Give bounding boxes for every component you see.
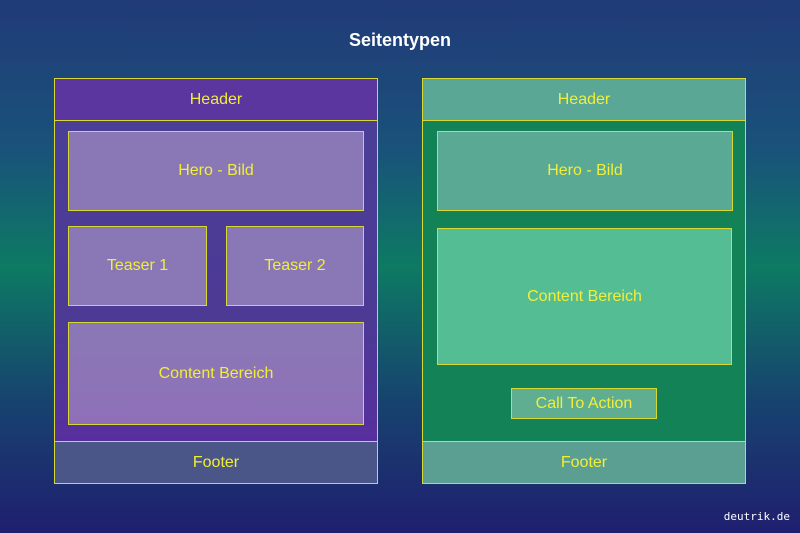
left-content-block: Content Bereich xyxy=(68,322,364,425)
credit-label: deutrik.de xyxy=(723,510,790,523)
left-hero-block: Hero - Bild xyxy=(68,131,364,211)
right-cta-block: Call To Action xyxy=(511,388,657,419)
diagram-title: Seitentypen xyxy=(348,30,452,50)
left-footer-block: Footer xyxy=(54,441,378,484)
right-hero-block: Hero - Bild xyxy=(437,131,733,211)
left-teaser-1-block: Teaser 1 xyxy=(68,226,207,306)
left-teaser-2-block: Teaser 2 xyxy=(226,226,364,306)
right-footer-block: Footer xyxy=(422,441,746,484)
right-header-block: Header xyxy=(422,78,746,121)
right-content-block: Content Bereich xyxy=(437,228,732,365)
left-header-block: Header xyxy=(54,78,378,121)
